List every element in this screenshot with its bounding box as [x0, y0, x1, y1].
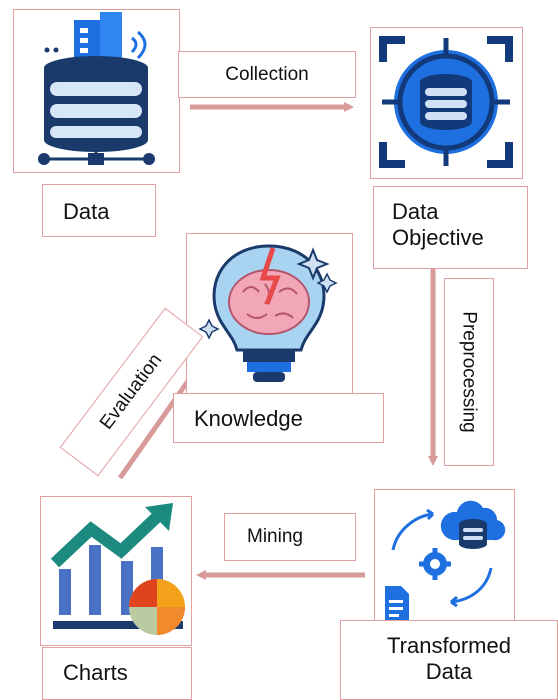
node-label-knowledge: Knowledge: [173, 393, 384, 443]
edge-label-collection: Collection: [178, 51, 356, 98]
database-target-icon: [379, 36, 513, 168]
node-label-data-objective: Data Objective: [373, 186, 528, 269]
node-label-transformed-data: Transformed Data: [340, 620, 558, 700]
charts-icon-box: [40, 496, 192, 646]
data-node-icon-box: [13, 9, 180, 173]
data-objective-icon-box: [370, 27, 523, 179]
brain-lightbulb-icon: [198, 244, 338, 382]
edge-label-mining: Mining: [224, 513, 356, 561]
node-label-data: Data: [42, 184, 156, 237]
knowledge-icon-box: [186, 233, 353, 396]
transformed-data-icon-box: [374, 489, 515, 629]
node-label-charts: Charts: [42, 647, 192, 700]
chart-growth-icon: [50, 503, 185, 635]
edge-label-preprocessing: Preprocessing: [444, 278, 494, 466]
database-server-icon: [38, 12, 155, 165]
cloud-database-sync-icon: [385, 500, 506, 624]
edge-label-evaluation: Evaluation: [59, 307, 204, 477]
